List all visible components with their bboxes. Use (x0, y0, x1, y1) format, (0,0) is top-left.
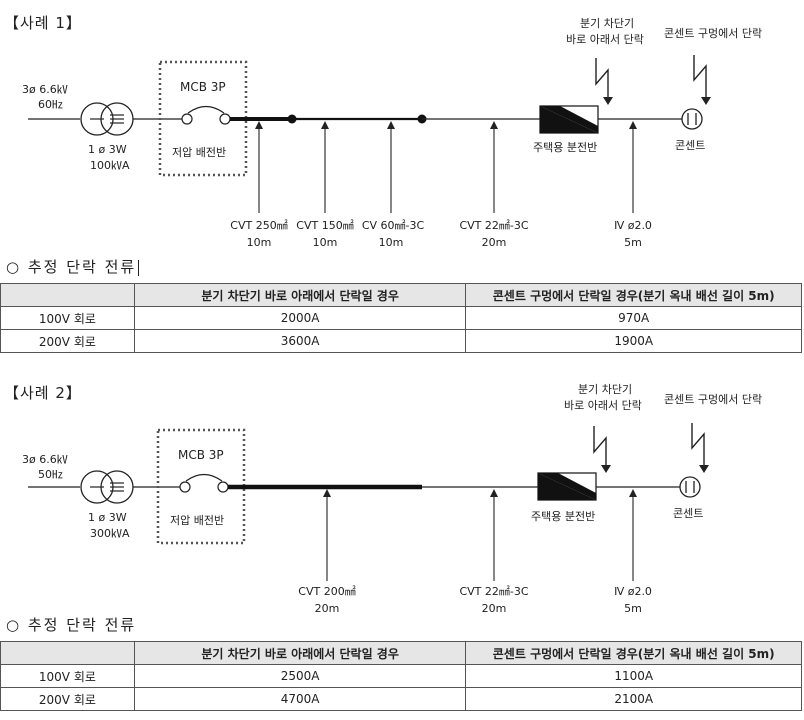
table-header-cell: 분기 차단기 바로 아래에서 단락일 경우 (133, 283, 467, 307)
case1-fault2-bolt (693, 55, 707, 101)
case1-cable3-len: 10m (379, 236, 404, 249)
table-header-cell: 콘센트 구멍에서 단락일 경우(분기 옥내 배선 길이 5m) (465, 641, 802, 665)
case1-panel-box (158, 60, 248, 177)
case2-transformer-line2: 300㎸A (90, 527, 130, 540)
case1-transformer-icon (80, 102, 134, 136)
table-cell: 4700A (133, 687, 467, 711)
case1-estimate-title: ○ 추정 단락 전류 (6, 256, 140, 277)
table-row: 100V 회로 2500A 1100A (0, 664, 802, 688)
table-cell: 2100A (465, 687, 802, 711)
case1-cable1-len: 10m (247, 236, 272, 249)
case2-title: 【사례 2】 (4, 384, 82, 402)
case2-outlet-icon (679, 476, 701, 498)
case2-panel-name: 저압 배전반 (170, 514, 224, 527)
case2-panel-box (156, 428, 246, 545)
case2-transformer-icon (80, 470, 134, 504)
case2-home-panel-icon (537, 472, 597, 501)
table-cell: 2500A (133, 664, 467, 688)
table-header-row: 분기 차단기 바로 아래에서 단락일 경우 콘센트 구멍에서 단락일 경우(분기… (0, 283, 802, 307)
row-label: 100V 회로 (0, 306, 135, 330)
table-header-cell: 콘센트 구멍에서 단락일 경우(분기 옥내 배선 길이 5m) (465, 283, 802, 307)
case1-cable3-type: CV 60㎟-3C (362, 219, 425, 232)
case1-cable4-type: CVT 22㎟-3C (459, 219, 528, 232)
case2-fault1-line2: 바로 아래서 단락 (564, 399, 642, 412)
case2-estimate-title: ○ 추정 단락 전류 (6, 616, 137, 634)
case1-transformer-line2: 100㎸A (90, 159, 130, 172)
case2-cable2-type: CVT 22㎟-3C (459, 585, 528, 598)
case2-diagram: 3ø 6.6㎸ 50㎐ 1 ø 3W 300㎸A MCB 3P 저압 배전반 주… (22, 383, 762, 615)
table-row: 200V 회로 3600A 1900A (0, 329, 802, 353)
case1-fault1-bolt (595, 58, 609, 101)
case2-cable2-len: 20m (482, 602, 507, 615)
case2-cable3-len: 5m (624, 602, 642, 615)
case1-title: 【사례 1】 (4, 14, 82, 32)
case2-fault2-label: 콘센트 구멍에서 단락 (664, 393, 762, 406)
case2-outlet-label: 콘센트 (673, 507, 703, 520)
table-row: 200V 회로 4700A 2100A (0, 687, 802, 711)
case2-fault1-line1: 분기 차단기 (578, 383, 632, 396)
case2-home-panel-label: 주택용 분전반 (531, 510, 595, 523)
case1-source-line2: 60㎐ (38, 98, 63, 111)
case1-mcb-icon (181, 105, 231, 125)
table-cell: 2000A (133, 306, 467, 330)
case2-fault1-bolt (593, 426, 607, 469)
case2-source-line1: 3ø 6.6㎸ (22, 453, 68, 466)
case1-home-panel-label: 주택용 분전반 (533, 141, 597, 154)
row-label: 200V 회로 (0, 687, 135, 711)
table-cell: 1100A (465, 664, 802, 688)
table-header-cell (0, 641, 135, 665)
case2-fault2-bolt (691, 423, 705, 469)
case1-outlet-label: 콘센트 (675, 139, 705, 152)
case1-fault2-label: 콘센트 구멍에서 단락 (664, 27, 762, 40)
case2-cable3-type: Ⅳ ø2.0 (614, 585, 652, 598)
table-cell: 3600A (133, 329, 467, 353)
case1-diagram: 3ø 6.6㎸ 60㎐ 1 ø 3W 100㎸A MCB 3P 저압 배전반 주… (22, 17, 762, 249)
table-header-cell: 분기 차단기 바로 아래에서 단락일 경우 (133, 641, 467, 665)
table-cell: 1900A (465, 329, 802, 353)
case1-fault1-line1: 분기 차단기 (580, 17, 634, 30)
case1-estimate-table: 분기 차단기 바로 아래에서 단락일 경우 콘센트 구멍에서 단락일 경우(분기… (0, 283, 802, 353)
table-cell: 970A (465, 306, 802, 330)
case1-cable2-type: CVT 150㎟ (296, 219, 353, 232)
row-label: 100V 회로 (0, 664, 135, 688)
case1-cable1-type: CVT 250㎟ (230, 219, 287, 232)
case1-cable5-len: 5m (624, 236, 642, 249)
case1-home-panel-icon (539, 105, 599, 134)
case1-fault1-line2: 바로 아래서 단락 (566, 33, 644, 46)
case1-outlet-icon (681, 108, 703, 130)
case2-mcb-icon (179, 473, 229, 493)
case2-source-line2: 50㎐ (38, 468, 63, 481)
case1-panel-name: 저압 배전반 (172, 146, 226, 159)
table-header-row: 분기 차단기 바로 아래에서 단락일 경우 콘센트 구멍에서 단락일 경우(분기… (0, 641, 802, 665)
case1-transformer-line1: 1 ø 3W (88, 143, 127, 156)
case2-cable1-len: 20m (315, 602, 340, 615)
table-row: 100V 회로 2000A 970A (0, 306, 802, 330)
case1-cable2-len: 10m (313, 236, 338, 249)
table-header-cell (0, 283, 135, 307)
row-label: 200V 회로 (0, 329, 135, 353)
case1-source-line1: 3ø 6.6㎸ (22, 83, 68, 96)
case2-transformer-line1: 1 ø 3W (88, 511, 127, 524)
case1-cable5-type: Ⅳ ø2.0 (614, 219, 652, 232)
case1-panel-mcb: MCB 3P (180, 80, 226, 94)
case2-estimate-table: 분기 차단기 바로 아래에서 단락일 경우 콘센트 구멍에서 단락일 경우(분기… (0, 641, 802, 711)
case2-cable1-type: CVT 200㎟ (298, 585, 355, 598)
case1-cable4-len: 20m (482, 236, 507, 249)
case2-panel-mcb: MCB 3P (178, 448, 224, 462)
